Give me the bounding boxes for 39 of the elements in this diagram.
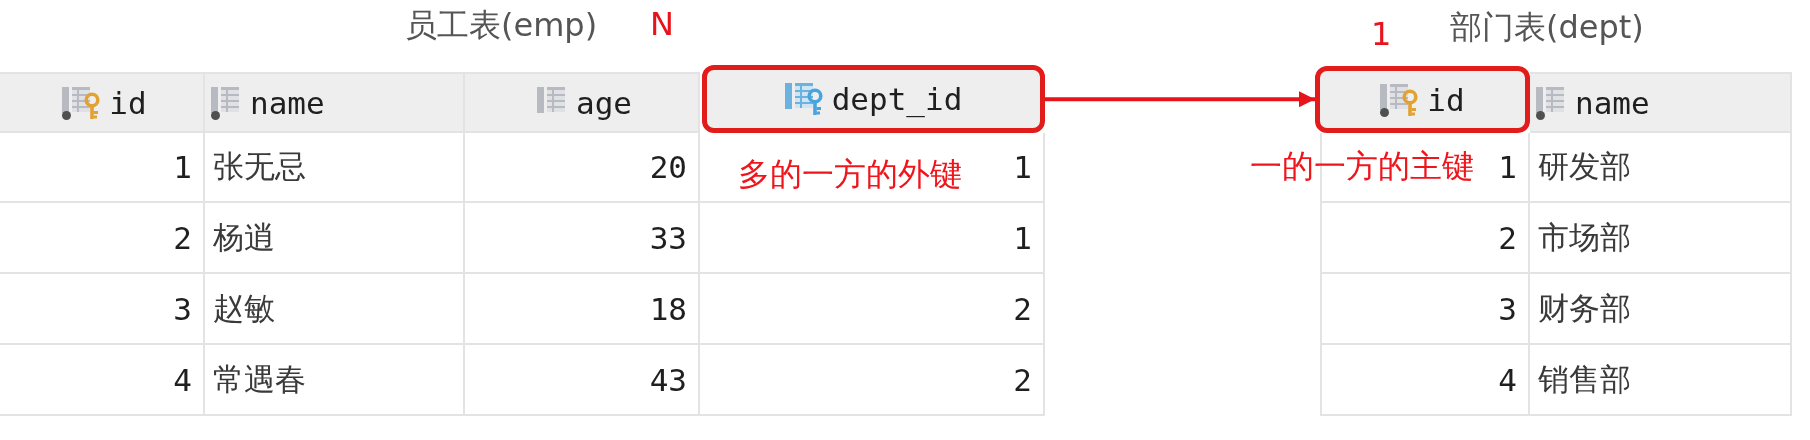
table-title: 员工表(emp): [405, 5, 598, 45]
table-cell: 4: [1320, 345, 1530, 416]
table-cell: 张无忌: [205, 133, 465, 203]
table-cell: 2: [700, 345, 1045, 416]
column-name: id: [1427, 81, 1465, 118]
arrow: [1045, 91, 1315, 108]
cardinality-label: 1: [1371, 14, 1392, 54]
column-name: name: [1575, 84, 1650, 121]
highlighted-column-header: [1315, 66, 1530, 133]
table-cell: 常遇春: [205, 345, 465, 416]
table-cell: 杨逍: [205, 203, 465, 274]
annotation: 多的一方的外键: [738, 154, 962, 194]
cell-value: 1: [1498, 149, 1517, 185]
column-name: id: [109, 84, 147, 121]
table-cell: 研发部: [1530, 133, 1792, 203]
table-cell: 市场部: [1530, 203, 1792, 274]
table-cell: 1: [700, 203, 1045, 274]
table-cell: 20: [465, 133, 700, 203]
annotation: 一的一方的主键: [1250, 146, 1474, 186]
cardinality-label: N: [650, 4, 674, 44]
table-cell: 3: [1320, 274, 1530, 345]
table-cell: 销售部: [1530, 345, 1792, 416]
table-cell: 43: [465, 345, 700, 416]
column-name: dept_id: [831, 81, 963, 117]
table-cell: 2: [700, 274, 1045, 345]
table-cell: 33: [465, 203, 700, 274]
table-cell: 4: [0, 345, 205, 416]
table-cell: 2: [1320, 203, 1530, 274]
table-cell: 1: [0, 133, 205, 203]
table-cell: 18: [465, 274, 700, 345]
table-cell: 2: [0, 203, 205, 274]
table-cell: 赵敏: [205, 274, 465, 345]
table-title: 部门表(dept): [1450, 7, 1644, 47]
column-name: name: [250, 84, 325, 121]
table-cell: 3: [0, 274, 205, 345]
cell-value: 1: [1013, 149, 1032, 185]
table-cell: 财务部: [1530, 274, 1792, 345]
highlighted-column-header: [702, 65, 1045, 133]
column-name: age: [576, 84, 632, 121]
